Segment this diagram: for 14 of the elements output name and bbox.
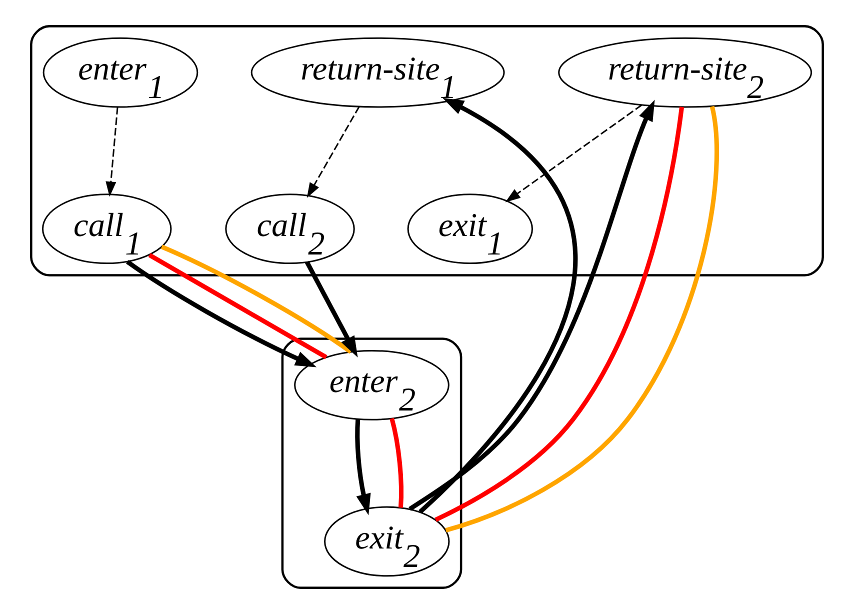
cluster — [280, 338, 462, 589]
arrow — [126, 260, 316, 368]
cluster — [30, 25, 824, 276]
arrow — [354, 419, 370, 516]
arrow — [418, 98, 578, 514]
connector — [444, 106, 718, 532]
arrow — [105, 106, 118, 197]
connector — [434, 106, 684, 522]
connector — [389, 418, 404, 508]
arrow — [408, 100, 654, 511]
connector — [160, 244, 352, 354]
arrow — [504, 104, 642, 202]
connector — [148, 253, 327, 360]
arrow — [306, 106, 360, 198]
